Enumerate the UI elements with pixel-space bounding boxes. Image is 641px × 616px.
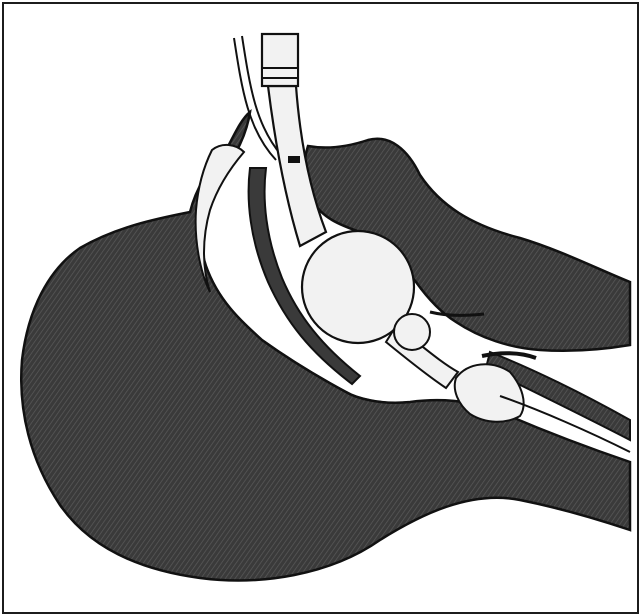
tube-depth-marker — [288, 156, 300, 163]
small-cuff — [394, 314, 430, 350]
tube-connector-ring — [262, 68, 298, 78]
